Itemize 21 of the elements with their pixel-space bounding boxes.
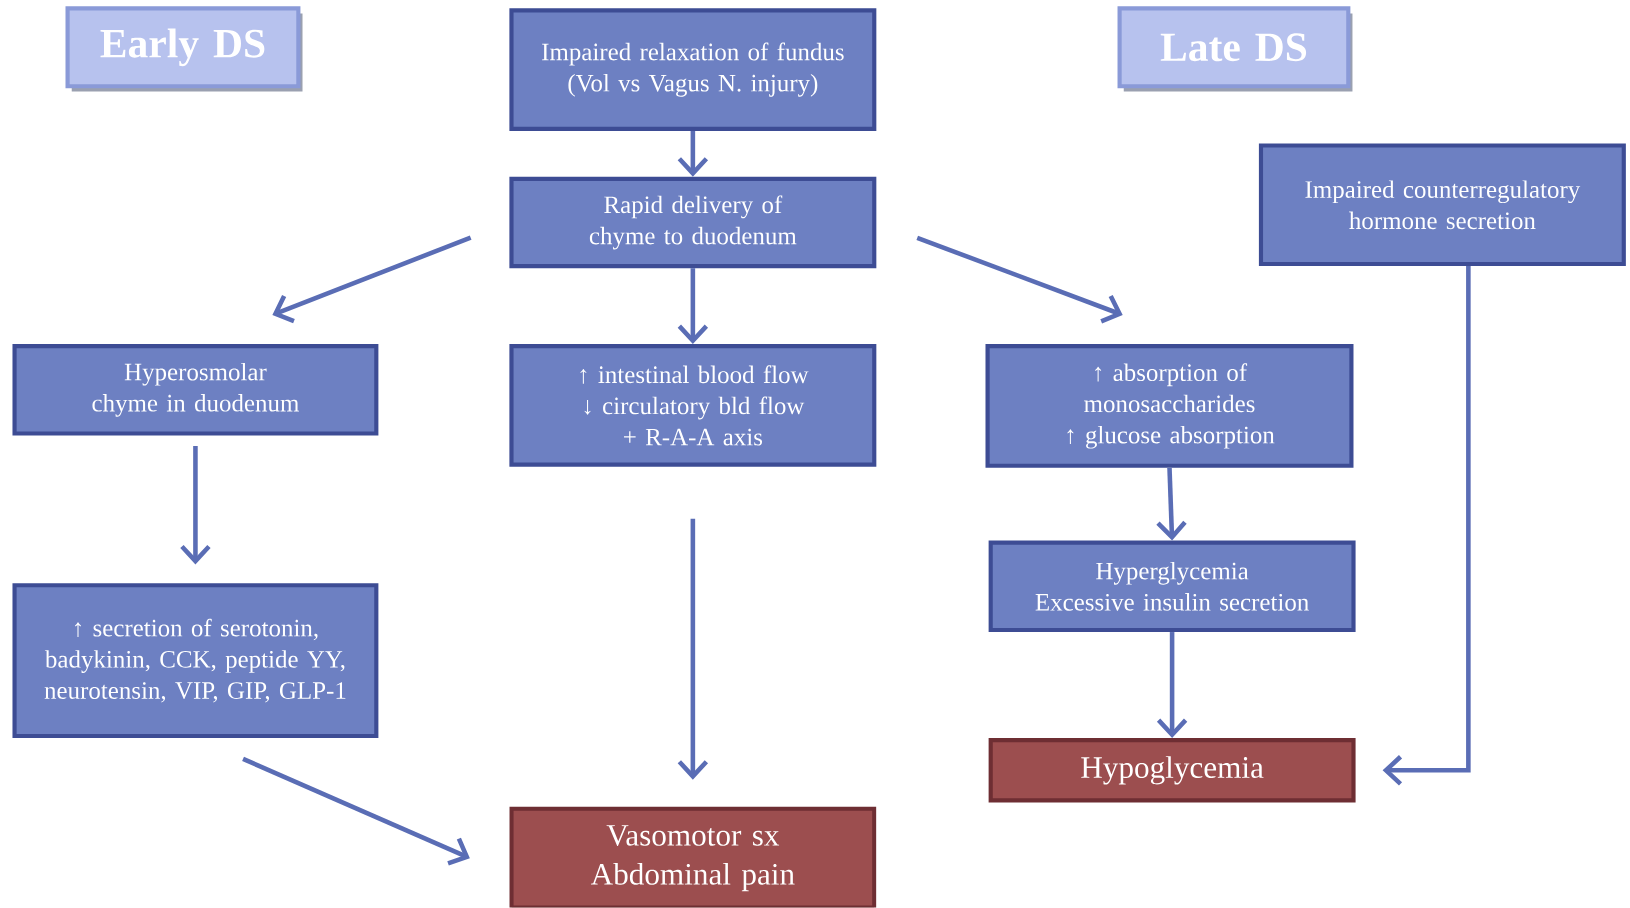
arrow [677,268,709,345]
process-box: Impaired relaxation of fundus (Vol vs Vagus N. injury) [509,8,877,132]
process-box: ↑ absorption of monosaccharides ↑ glucose absorption [985,344,1354,469]
process-box: ↑ intestinal blood flow ↓ circulatory bld flow + R-A-A axis [509,344,877,467]
process-box: Impaired counterregulatory hormone secretion [1258,143,1626,267]
arrow [180,446,211,565]
process-box: ↑ secretion of serotonin, badykinin, CCK, peptide YY, neurotensin, VIP, GIP, GLP-1 [12,583,379,739]
arrow [272,235,472,324]
arrow [1382,266,1471,786]
process-box: Rapid delivery of chyme to duodenum [509,176,877,269]
arrow [1156,632,1188,739]
outcome-box: Vasomotor sx Abdominal pain [509,806,877,908]
arrow [677,518,709,780]
arrow [916,235,1123,324]
arrow [242,757,470,866]
process-box: Hyperosmolar chyme in duodenum [12,344,379,436]
process-box: Hyperglycemia Excessive insulin secretion [988,540,1356,633]
label-tag: Late DS [1117,6,1353,92]
outcome-box: Hypoglycemia [988,738,1356,803]
arrow [1156,467,1187,541]
label-tag: Early DS [65,6,303,92]
